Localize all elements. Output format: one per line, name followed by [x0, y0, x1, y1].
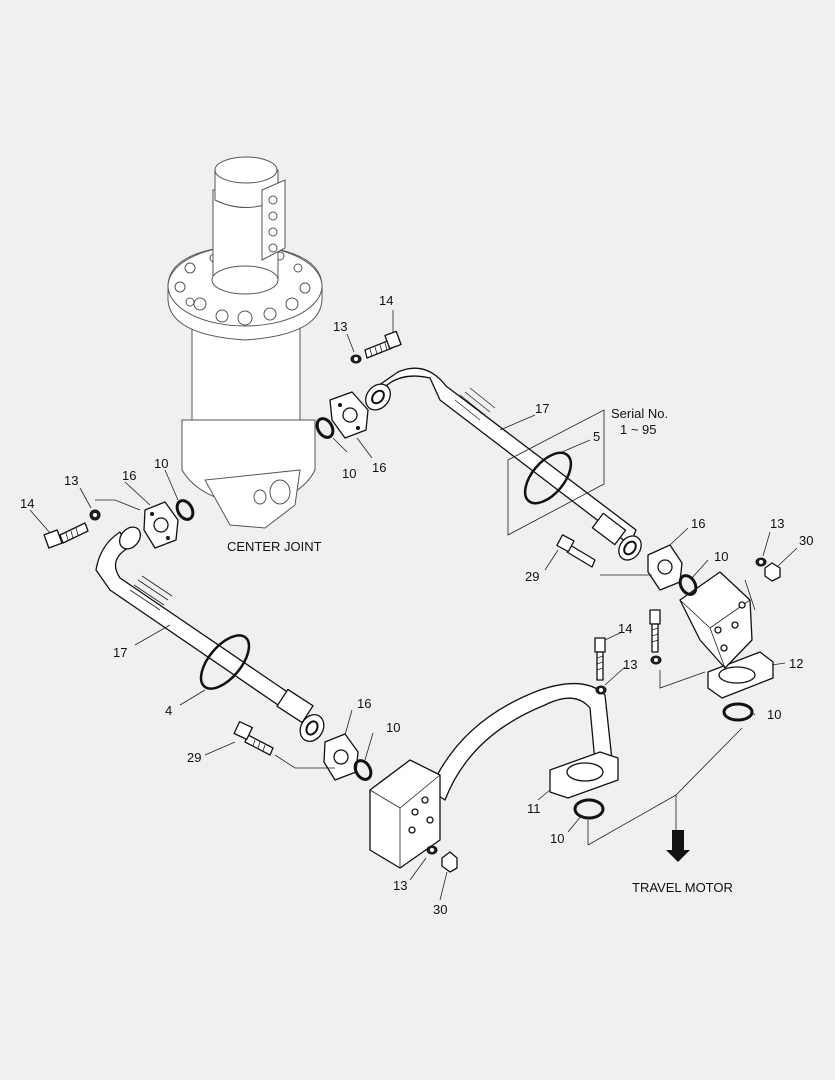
callout-14-left: 14: [20, 496, 34, 511]
callout-13-left: 13: [64, 473, 78, 488]
left-bolt-29: [233, 721, 274, 756]
left-pipe-17: [95, 526, 325, 742]
callout-30-right: 30: [799, 533, 813, 548]
callout-13-bottom: 13: [393, 878, 407, 893]
callout-13-top: 13: [333, 319, 347, 334]
callout-10-right: 10: [714, 549, 728, 564]
callout-10-left: 10: [154, 456, 168, 471]
right-bolt-29: [556, 534, 596, 568]
upper-bolt-14: [364, 330, 402, 359]
center-joint-label: CENTER JOINT: [227, 539, 322, 554]
leader-lines: [29, 310, 798, 901]
serial-label-line2: 1 ~ 95: [620, 422, 657, 437]
callout-13-right: 13: [770, 516, 784, 531]
callout-29-left: 29: [187, 750, 201, 765]
callout-16-left: 16: [122, 468, 136, 483]
callout-5: 5: [593, 429, 600, 444]
bottom-block-and-pipe-11: [369, 682, 619, 869]
callout-17-top: 17: [535, 401, 549, 416]
center-joint: [167, 156, 323, 529]
left-flange-16: [143, 501, 179, 549]
upper-flange-16: [329, 391, 369, 439]
lower-flange-16: [323, 733, 359, 781]
left-bolt-14: [43, 522, 89, 549]
callout-4: 4: [165, 703, 172, 718]
callout-16-right: 16: [691, 516, 705, 531]
right-flange-16: [647, 544, 683, 591]
serial-label-line1: Serial No.: [611, 406, 668, 421]
right-block-12: [679, 571, 774, 699]
callout-30-bottom: 30: [433, 902, 447, 917]
callout-14-top: 14: [379, 293, 393, 308]
middle-bolts-14: [594, 609, 661, 681]
callout-10-upper: 10: [342, 466, 356, 481]
callout-11: 11: [527, 801, 541, 816]
callout-17-left: 17: [113, 645, 127, 660]
callout-13-mid: 13: [623, 657, 637, 672]
callout-10-motor: 10: [767, 707, 781, 722]
callout-10-bottom: 10: [550, 831, 564, 846]
callout-12: 12: [789, 656, 803, 671]
travel-motor-label: TRAVEL MOTOR: [632, 880, 733, 895]
callout-16-lower: 16: [357, 696, 371, 711]
callout-10-lower: 10: [386, 720, 400, 735]
callout-14-mid: 14: [618, 621, 632, 636]
callout-29-right: 29: [525, 569, 539, 584]
travel-motor-arrow-icon: [666, 830, 690, 862]
upper-pipe-17: [365, 367, 642, 561]
callout-16-upper: 16: [372, 460, 386, 475]
